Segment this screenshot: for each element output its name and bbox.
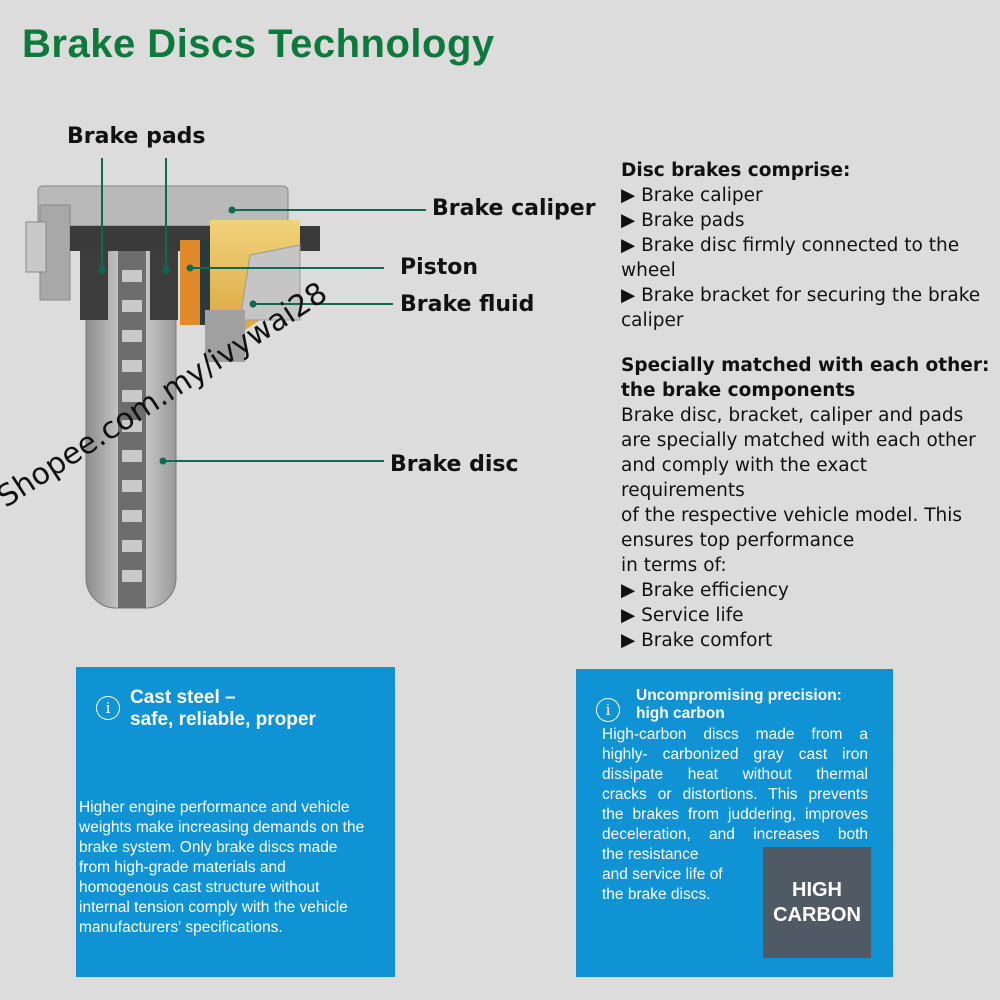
label-brake-caliper: Brake caliper — [432, 196, 596, 221]
leader-lines — [98, 158, 426, 465]
high-carbon-box: i Uncompromising precision: high carbon … — [576, 669, 893, 977]
section1-line: ▶ Brake bracket for securing the brake — [621, 285, 981, 306]
brake-disc-shape — [85, 249, 177, 609]
section2-line: of the respective vehicle model. This — [621, 505, 963, 526]
box-body-line: the resistance — [602, 846, 699, 863]
section2-line: Brake disc, bracket, caliper and pads — [621, 405, 964, 426]
box-body-line: weights make increasing demands on the — [79, 819, 365, 836]
box-body-line: cracks or distortions. This prevents — [602, 786, 868, 803]
box-body-line: from high-grade materials and — [79, 859, 286, 876]
section1-line: ▶ Brake disc firmly connected to the — [621, 235, 960, 256]
badge-line: HIGH — [792, 878, 842, 901]
section2-line: in terms of: — [621, 555, 727, 576]
cast-steel-box: i Cast steel – safe, reliable, proper Hi… — [76, 667, 395, 977]
section2-line: ▶ Brake efficiency — [621, 580, 789, 601]
box-body-line: brake system. Only brake discs made — [79, 839, 338, 856]
badge-line: CARBON — [773, 903, 861, 926]
section2-line: ▶ Service life — [621, 605, 744, 626]
section1-heading: Disc brakes comprise: — [621, 160, 851, 181]
high-carbon-badge: HIGH CARBON — [763, 847, 871, 958]
box-body-line: High-carbon discs made from a — [602, 726, 868, 743]
section1-line: ▶ Brake pads — [621, 210, 745, 231]
box-title: Uncompromising precision: high carbon — [636, 687, 842, 723]
brake-caliper-shape — [25, 185, 320, 362]
section2-line: ensures top performance — [621, 530, 855, 551]
box-body-line: deceleration, and increases both — [602, 826, 868, 843]
box-title-line: safe, reliable, proper — [130, 709, 316, 730]
page-title: Brake Discs Technology — [22, 22, 495, 66]
brake-diagram — [25, 158, 426, 609]
section2-heading: Specially matched with each other: — [621, 355, 990, 376]
label-brake-pads: Brake pads — [67, 124, 206, 149]
box-body-line: the brakes from juddering, improves — [602, 806, 868, 823]
section2-line: ▶ Brake comfort — [621, 630, 773, 651]
box-body-line: the brake discs. — [602, 886, 711, 903]
box-body-line: and service life of — [602, 866, 723, 883]
box-body-line: dissipate heat without thermal — [602, 766, 868, 783]
box-body-line: homogenous cast structure without — [79, 879, 320, 896]
section1-line: wheel — [621, 260, 676, 281]
box-title: Cast steel – safe, reliable, proper — [130, 687, 316, 731]
section2-line: are specially matched with each other — [621, 430, 976, 451]
right-panel: Disc brakes comprise: ▶ Brake caliper ▶ … — [621, 158, 991, 653]
label-brake-fluid: Brake fluid — [400, 292, 535, 317]
label-brake-disc: Brake disc — [390, 452, 519, 477]
label-piston: Piston — [400, 255, 479, 280]
section2-line: and comply with the exact requirements — [621, 455, 868, 501]
section2-heading: the brake components — [621, 380, 856, 401]
box-title-line: Uncompromising precision: — [636, 687, 842, 704]
box-body-line: highly- carbonized gray cast iron — [602, 746, 868, 763]
section1-line: caliper — [621, 310, 684, 331]
box-title-line: Cast steel – — [130, 687, 236, 708]
section1-line: ▶ Brake caliper — [621, 185, 763, 206]
info-icon: i — [596, 698, 620, 722]
box-body-line: internal tension comply with the vehicle — [79, 899, 348, 916]
box-title-line: high carbon — [636, 705, 725, 722]
box-body-line: Higher engine performance and vehicle — [79, 799, 350, 816]
box-body: High-carbon discs made from a highly- ca… — [602, 725, 868, 905]
box-body-line: manufacturers' specifications. — [79, 919, 283, 936]
info-icon: i — [96, 696, 120, 720]
box-body: Higher engine performance and vehicle we… — [79, 798, 364, 938]
